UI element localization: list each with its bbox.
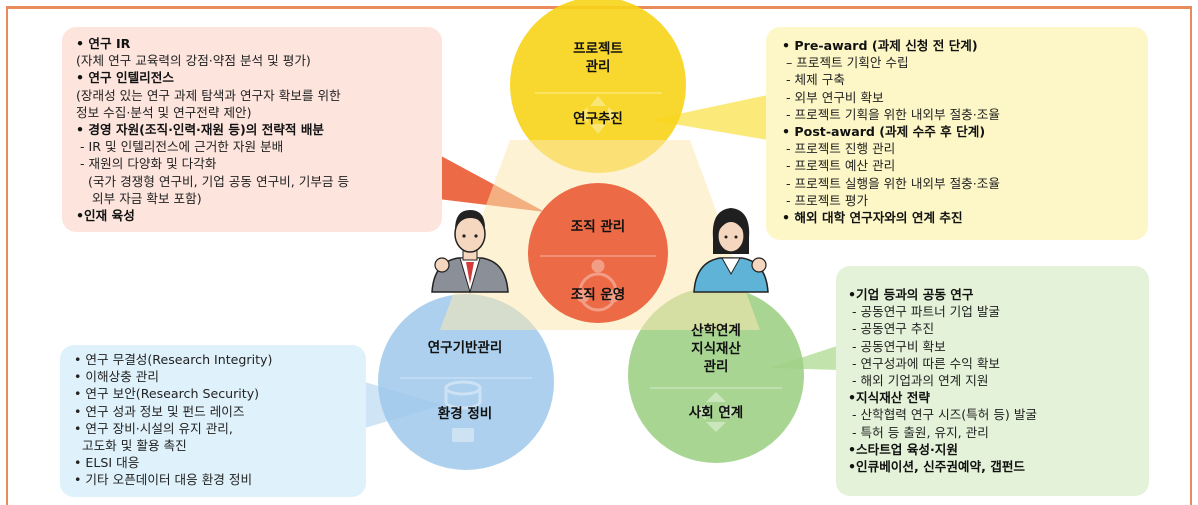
env-line: • ELSI 대응 bbox=[74, 455, 140, 471]
ir-line: - IR 및 인텔리전스에 근거한 자원 분배 bbox=[76, 139, 284, 155]
database-icon bbox=[444, 380, 482, 410]
man-figure bbox=[431, 210, 509, 294]
env-line: • 연구 무결성(Research Integrity) bbox=[74, 352, 273, 367]
infra-circle-title: 연구기반관리 bbox=[427, 340, 503, 356]
industry-line: •기업 등과의 공동 연구 bbox=[848, 287, 974, 302]
research-strategy-box: • 연구 IR (자체 연구 교육력의 강점·약점 분석 및 평가) • 연구 … bbox=[62, 27, 442, 232]
award-line: - 프로젝트 평가 bbox=[782, 192, 869, 208]
ir-line: • 연구 인텔리전스 bbox=[76, 70, 174, 86]
industry-line: - 특허 등 출원, 유지, 관리 bbox=[848, 424, 989, 440]
award-line: - 프로젝트 기획을 위한 내외부 절충·조율 bbox=[782, 106, 1000, 122]
award-line: • Post-award (과제 수주 후 단계) bbox=[782, 124, 986, 140]
ir-line: • 연구 IR bbox=[76, 36, 131, 51]
industry-collab-box: •기업 등과의 공동 연구 - 공동연구 파트너 기업 발굴 - 공동연구 추진… bbox=[836, 266, 1149, 496]
handshake-icon bbox=[696, 392, 736, 432]
industry-circle-subtitle: 사회 연계 bbox=[688, 405, 744, 421]
ir-line: • 경영 자원(조직·인력·재원 등)의 전략적 배분 bbox=[76, 122, 325, 138]
industry-line: - 해외 기업과의 연계 지원 bbox=[848, 373, 989, 389]
project-circle bbox=[510, 0, 686, 173]
award-line: - 외부 연구비 확보 bbox=[782, 89, 884, 105]
industry-line: - 산학협력 연구 시즈(특허 등) 발굴 bbox=[848, 407, 1038, 423]
ir-line: (자체 연구 교육력의 강점·약점 분석 및 평가) bbox=[76, 53, 311, 69]
ir-line: (국가 경쟁형 연구비, 기업 공동 연구비, 기부금 등 bbox=[76, 173, 350, 189]
frame-left-border bbox=[6, 6, 8, 505]
env-line: • 기타 오픈데이터 대응 환경 정비 bbox=[74, 472, 253, 488]
arrows-icon bbox=[578, 96, 618, 134]
award-line: - 프로젝트 예산 관리 bbox=[782, 158, 896, 174]
env-line: • 연구 보안(Research Security) bbox=[74, 386, 260, 402]
industry-line: - 공동연구 파트너 기업 발굴 bbox=[848, 304, 1001, 320]
ir-line: 외부 자금 확보 포함) bbox=[76, 190, 202, 206]
research-environment-box: • 연구 무결성(Research Integrity) • 이해상충 관리 •… bbox=[60, 345, 366, 497]
callout-award bbox=[650, 95, 768, 140]
env-line: • 연구 장비·시설의 유지 관리, bbox=[74, 420, 233, 436]
team-icon bbox=[576, 259, 620, 312]
env-line: 고도화 및 활용 촉진 bbox=[74, 438, 187, 454]
industry-line: - 연구성과에 따른 수익 확보 bbox=[848, 355, 1001, 371]
document-icon bbox=[452, 428, 474, 442]
award-stages-box: • Pre-award (과제 신청 전 단계) – 프로젝트 기획안 수립 -… bbox=[766, 27, 1148, 240]
industry-line: •지식재산 전략 bbox=[848, 390, 930, 406]
award-line: – 프로젝트 기획안 수립 bbox=[782, 55, 909, 71]
industry-line: - 공동연구비 확보 bbox=[848, 338, 946, 354]
infra-circle-subtitle: 환경 정비 bbox=[437, 406, 493, 422]
award-line: • Pre-award (과제 신청 전 단계) bbox=[782, 38, 978, 53]
frame-right-border bbox=[1190, 6, 1192, 505]
industry-circle-title: 산학연계 지식재산 관리 bbox=[691, 323, 741, 375]
industry-line: - 공동연구 추진 bbox=[848, 321, 935, 337]
ir-line: - 재원의 다양화 및 다각화 bbox=[76, 156, 217, 172]
env-line: • 이해상충 관리 bbox=[74, 369, 159, 385]
industry-line: •인큐베이션, 신주권예약, 갭펀드 bbox=[848, 459, 1026, 475]
project-circle-subtitle: 연구추진 bbox=[573, 111, 623, 127]
ir-line: (장래성 있는 연구 과제 탐색과 연구자 확보를 위한 bbox=[76, 87, 341, 103]
award-line: - 프로젝트 진행 관리 bbox=[782, 141, 896, 157]
org-circle-title: 조직 관리 bbox=[570, 219, 626, 235]
org-circle bbox=[528, 183, 668, 323]
industry-circle bbox=[628, 287, 804, 463]
org-circle-subtitle: 조직 운영 bbox=[570, 287, 626, 303]
industry-line: •스타트업 육성·지원 bbox=[848, 441, 958, 457]
award-line: - 체제 구축 bbox=[782, 72, 845, 88]
ir-line: 정보 수집·분석 및 연구전략 제안) bbox=[76, 104, 252, 120]
env-line: • 연구 성과 정보 및 펀드 레이즈 bbox=[74, 403, 245, 419]
project-circle-title: 프로젝트 관리 bbox=[573, 41, 623, 75]
award-line: • 해외 대학 연구자와의 연계 추진 bbox=[782, 210, 963, 226]
woman-figure bbox=[693, 208, 769, 293]
ir-line: •인재 육성 bbox=[76, 208, 135, 224]
award-line: - 프로젝트 실행을 위한 내외부 절충·조율 bbox=[782, 175, 1000, 191]
infra-circle bbox=[378, 294, 554, 470]
